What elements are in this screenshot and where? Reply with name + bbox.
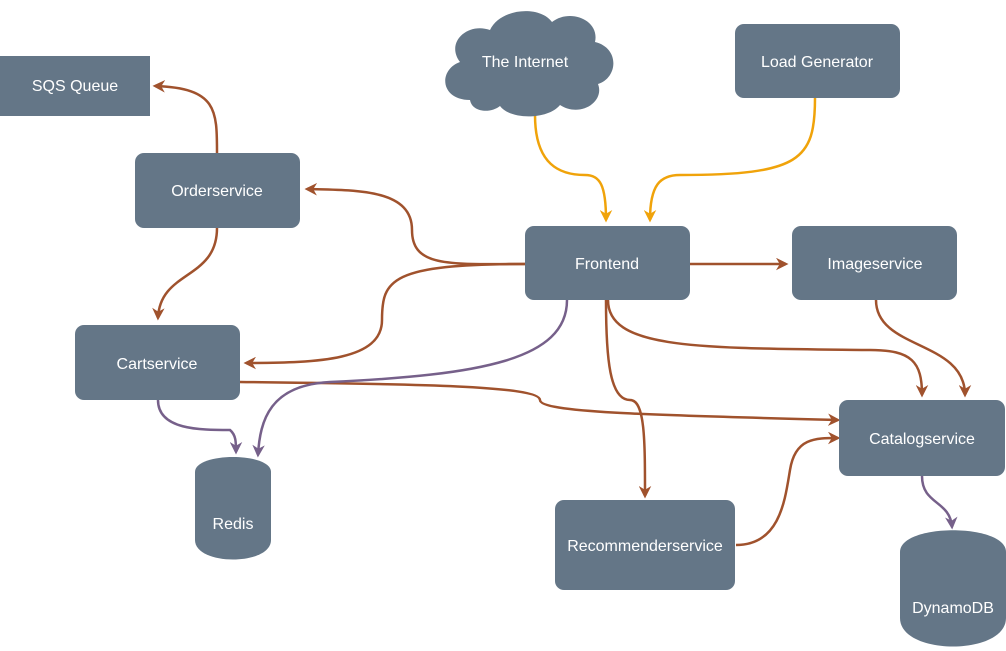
internet-label: The Internet — [482, 54, 569, 71]
load-generator-label: Load Generator — [761, 54, 874, 71]
redis-label: Redis — [213, 516, 254, 533]
orderservice-label: Orderservice — [171, 183, 263, 200]
edge-recommender-to-catalogservice — [735, 431, 841, 547]
sqs-queue-label: SQS Queue — [32, 78, 118, 95]
dynamodb-label: DynamoDB — [912, 600, 994, 617]
cloud-icon — [445, 11, 614, 117]
node-internet: The Internet — [445, 11, 614, 117]
edge-orderservice-to-cartservice — [152, 227, 219, 321]
node-imageservice: Imageservice — [792, 226, 957, 300]
sqs-queue-box — [0, 56, 150, 116]
edge-frontend-to-redis — [252, 299, 569, 458]
edge-loadgen-to-frontend — [643, 97, 817, 223]
node-cartservice: Cartservice — [75, 325, 240, 400]
node-sqs-queue: SQS Queue — [0, 56, 150, 116]
edge-catalogservice-to-dynamodb — [920, 475, 958, 530]
node-orderservice: Orderservice — [135, 153, 300, 228]
orderservice-box — [135, 153, 300, 228]
edges — [152, 80, 972, 547]
edge-frontend-to-catalogservice — [606, 299, 929, 398]
edge-frontend-to-recommenderservice — [604, 299, 652, 499]
node-dynamodb: DynamoDB — [900, 530, 1006, 647]
catalogservice-label: Catalogservice — [869, 431, 975, 448]
node-frontend: Frontend — [525, 226, 690, 300]
node-load-generator: Load Generator — [735, 24, 900, 98]
edge-imageservice-to-catalogservice — [874, 299, 972, 398]
imageservice-label: Imageservice — [827, 256, 922, 273]
edge-internet-to-frontend — [533, 114, 613, 223]
frontend-label: Frontend — [575, 256, 639, 273]
frontend-box — [525, 226, 690, 300]
database-icon — [900, 530, 1006, 647]
catalogservice-box — [839, 400, 1005, 476]
edge-cartservice-to-catalogservice — [239, 380, 841, 426]
edge-orderservice-to-sqs — [152, 80, 219, 154]
database-icon — [195, 457, 271, 560]
node-catalogservice: Catalogservice — [839, 400, 1005, 476]
node-recommenderservice: Recommenderservice — [555, 500, 735, 590]
cartservice-label: Cartservice — [117, 356, 198, 373]
node-redis: Redis — [195, 457, 271, 560]
recommenderservice-label: Recommenderservice — [567, 538, 723, 555]
load-generator-box — [735, 24, 900, 98]
recommenderservice-box — [555, 500, 735, 590]
edge-frontend-to-orderservice — [304, 182, 526, 266]
edge-frontend-to-cartservice — [243, 262, 526, 370]
imageservice-box — [792, 226, 957, 300]
cartservice-box — [75, 325, 240, 400]
edge-cartservice-to-redis — [156, 399, 243, 455]
nodes: SQS Queue The Internet Load Generator Or… — [0, 11, 1006, 647]
